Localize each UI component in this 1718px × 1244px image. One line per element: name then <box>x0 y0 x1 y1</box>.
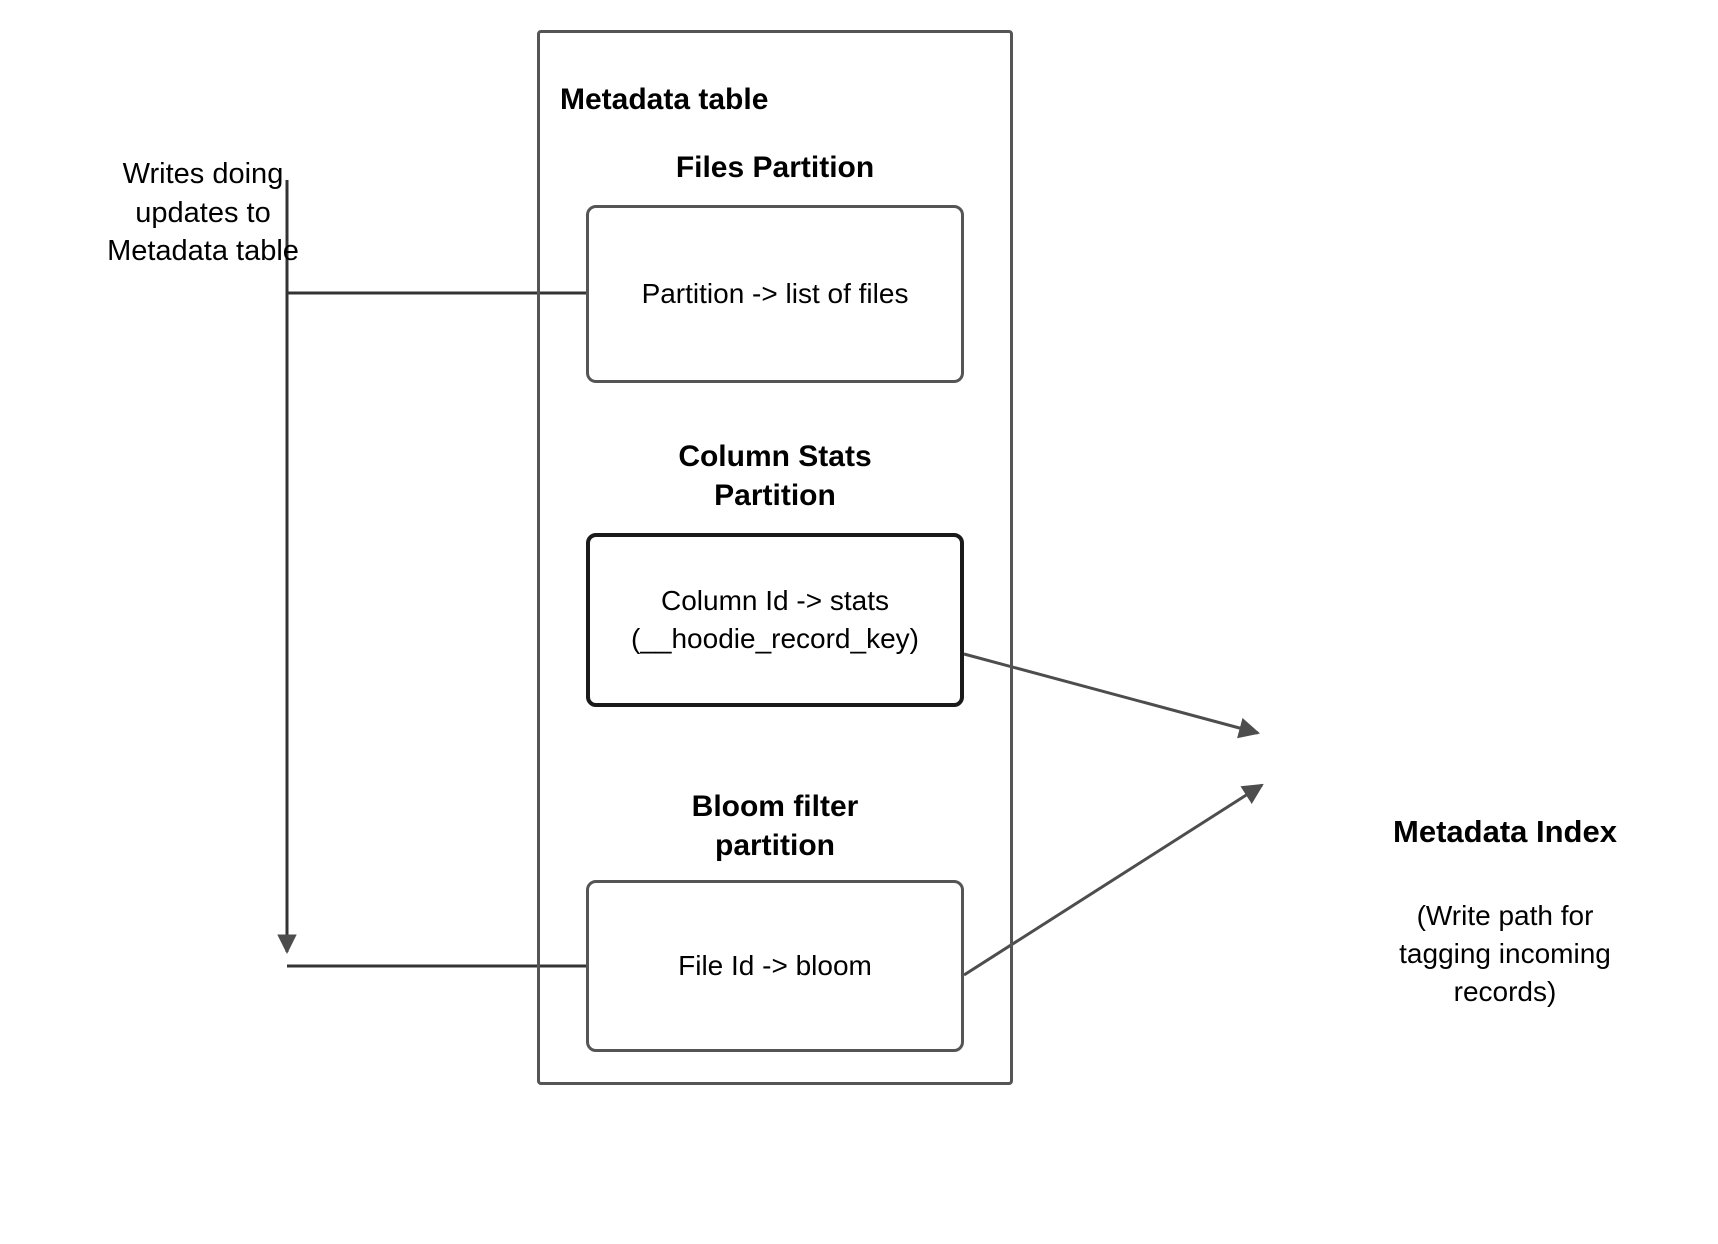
column-stats-partition-heading: Column Stats Partition <box>678 440 872 512</box>
writes-source-label: Writes doing updates to Metadata table <box>107 158 299 268</box>
metadata-index-caption: (Write path for tagging incoming records… <box>1399 900 1611 1007</box>
bloom-filter-partition-box[interactable]: File Id -> bloom <box>586 880 964 1052</box>
files-partition-heading: Files Partition <box>675 151 875 184</box>
column-stats-partition-box[interactable]: Column Id -> stats (__hoodie_record_key) <box>586 533 964 707</box>
metadata-table-title: Metadata table <box>560 83 769 116</box>
files-partition-box[interactable]: Partition -> list of files <box>586 205 964 383</box>
metadata-index-title: Metadata Index <box>1393 814 1617 849</box>
bloom-filter-partition-heading: Bloom filter partition <box>691 790 859 862</box>
metadata-table-container <box>537 30 1013 1085</box>
